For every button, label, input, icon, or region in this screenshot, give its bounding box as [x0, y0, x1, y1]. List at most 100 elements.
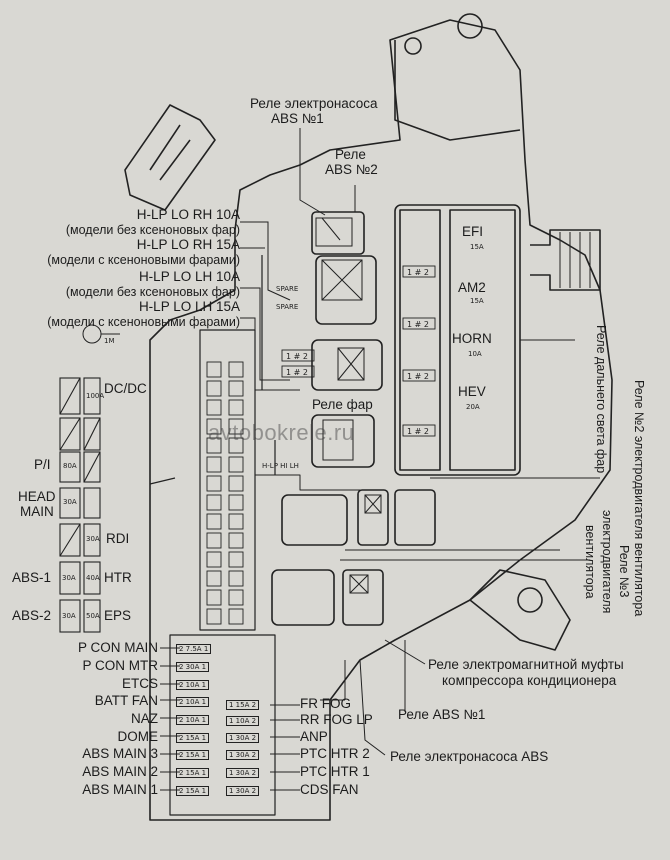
fuse-slot — [206, 399, 222, 416]
fuse-slot — [206, 437, 222, 454]
abs-relay2-label-2: ABS №2 — [325, 162, 378, 177]
lower-left-fuse-label: ABS MAIN 2 — [82, 764, 158, 779]
p-i-rating: 80A — [63, 462, 77, 470]
high-beam-relay-label: Реле дальнего света фар — [594, 325, 608, 474]
horn-rating: 10A — [468, 350, 482, 358]
dcdc-rating: 100A — [86, 392, 105, 400]
abs-relay2-label-1: Реле — [335, 147, 366, 162]
rdi-label: RDI — [106, 531, 130, 546]
lower-right-fuse-rating: 1 30A 2 — [226, 750, 260, 760]
fuse-slot — [228, 437, 244, 454]
hlp-lo-lh-10-note: (модели без ксеноновых фар) — [65, 285, 240, 299]
bottom-bracket — [469, 569, 571, 651]
fuse-slot-hash-text: 1 # 2 — [286, 352, 308, 361]
eps-rating: 50A — [86, 612, 100, 620]
ac-clutch-relay-label-2: компрессора кондиционера — [442, 673, 617, 688]
fuse-slot — [228, 456, 244, 473]
spare-fuse-1: SPARE — [276, 285, 299, 293]
abs-relay-1-label: Реле ABS №1 — [398, 707, 486, 722]
lower-left-fuse-label: ETCS — [121, 676, 158, 691]
fuse-slot — [228, 513, 244, 530]
hev-label: HEV — [458, 384, 486, 399]
fuse-slot-hash — [402, 369, 436, 382]
htr-rating: 40A — [86, 574, 100, 582]
efi-rating: 15A — [470, 243, 484, 251]
hlp-lo-lh-15-note: (модели с ксеноновыми фарами) — [47, 315, 240, 329]
main-label: MAIN — [20, 504, 54, 519]
lower-left-fuse-rating: 2 15A 1 — [176, 786, 210, 796]
lower-left-fuse-label: BATT FAN — [94, 693, 158, 708]
lower-left-fuse-rating: 2 10A 1 — [176, 680, 210, 690]
fuse-slot — [206, 589, 222, 606]
lower-left-fuse-rating: 2 7.5A 1 — [176, 644, 212, 654]
lower-right-fuse-rating: 1 30A 2 — [226, 768, 260, 778]
p-i-label: P/I — [34, 457, 51, 472]
ac-clutch-relay-label-1: Реле электромагнитной муфты — [428, 657, 624, 672]
lower-right-fuse-label: ANP — [300, 729, 328, 744]
fuse-slot — [206, 380, 222, 397]
fan-relay-3-label-b: электродвигателя — [600, 510, 614, 614]
housing-outline — [149, 19, 613, 821]
head-main-rating: 30A — [63, 498, 77, 506]
fuse-slot — [206, 551, 222, 568]
fuse-slot — [206, 456, 222, 473]
fuse-slot — [228, 399, 244, 416]
rdi-rating: 30A — [86, 535, 100, 543]
htr-label: HTR — [104, 570, 132, 585]
fuse-slot — [206, 513, 222, 530]
lower-right-fuse-rating: 1 30A 2 — [226, 733, 260, 743]
fuse-slot-hash — [402, 424, 436, 437]
fuse-slot — [228, 361, 244, 378]
abs-pump-relay-label-2: ABS №1 — [271, 111, 324, 126]
fuse-slot-hash — [402, 265, 436, 278]
fuse-slot — [228, 418, 244, 435]
lower-left-fuse-label: P CON MAIN — [77, 640, 158, 655]
am2-label: AM2 — [458, 280, 486, 295]
spare-fuse-2: SPARE — [276, 303, 299, 311]
lower-right-fuse-rating: 1 10A 2 — [226, 716, 260, 726]
hlp-lo-rh-15-label: H-LP LO RH 15A — [136, 237, 240, 252]
headlamp-relay-label: Реле фар — [312, 397, 373, 412]
fuse-slot-hash — [402, 317, 436, 330]
lower-left-fuse-label: NAZ — [131, 711, 158, 726]
fuse-slot — [206, 361, 222, 378]
fan-relay-3-label-a: Реле №3 — [617, 545, 631, 598]
horn-label: HORN — [452, 331, 492, 346]
abs2-rating: 30A — [62, 612, 76, 620]
lower-left-fuse-rating: 2 15A 1 — [176, 750, 210, 760]
lower-right-fuse-rating: 1 15A 2 — [226, 700, 260, 710]
fuse-slot — [228, 551, 244, 568]
right-connector — [530, 229, 601, 291]
fuse-slot — [206, 608, 222, 625]
lower-right-fuse-label: CDS FAN — [300, 782, 359, 797]
fuse-slot-hash-text: 1 # 2 — [407, 320, 429, 329]
lower-left-fuse-label: ABS MAIN 3 — [82, 746, 158, 761]
lower-left-fuse-label: ABS MAIN 1 — [82, 782, 158, 797]
abs1-label: ABS-1 — [12, 570, 52, 585]
lower-right-fuse-label: FR FOG — [300, 696, 351, 711]
hlp-lo-rh-10-note: (модели без ксеноновых фар) — [65, 223, 240, 237]
fuse-slot — [206, 570, 222, 587]
fuse-slot-hash — [281, 349, 315, 362]
fuse-slot — [228, 570, 244, 587]
lower-right-fuse-label: RR FOG LP — [300, 712, 373, 727]
lower-left-fuse-label: DOME — [117, 729, 159, 744]
fuse-slot — [228, 494, 244, 511]
head-label: HEAD — [18, 489, 56, 504]
hev-rating: 20A — [466, 403, 480, 411]
fan-relay-2-label: Реле №2 электродвигателя вентилятора — [632, 380, 646, 617]
hlp-lo-rh-15-note: (модели с ксеноновыми фарами) — [47, 253, 240, 267]
fuse-slot — [228, 475, 244, 492]
efi-label: EFI — [462, 224, 484, 239]
hlp-lo-rh-10-label: H-LP LO RH 10A — [136, 207, 240, 222]
lower-left-fuse-rating: 2 10A 1 — [176, 697, 210, 707]
fuse-slot-hash-text: 1 # 2 — [407, 372, 429, 381]
fuse-slot-hash-text: 1 # 2 — [407, 427, 429, 436]
abs-pump-relay-label: Реле электронасоса ABS — [390, 749, 549, 764]
hlp-lo-lh-15-label: H-LP LO LH 15A — [138, 299, 240, 314]
dcdc-label: DC/DC — [104, 381, 147, 396]
fan-relay-3-label-c: вентилятора — [583, 525, 597, 599]
fuse-slot — [206, 494, 222, 511]
mount-arm — [394, 40, 521, 141]
lower-right-fuse-label: PTC HTR 2 — [300, 746, 370, 761]
